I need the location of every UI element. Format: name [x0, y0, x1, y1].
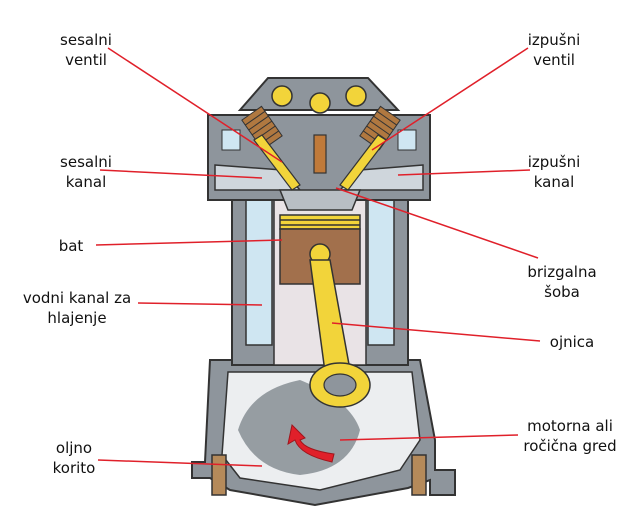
cam-left [271, 85, 293, 107]
right-foot [411, 454, 427, 496]
water-channel-right [367, 194, 395, 346]
cam-right [345, 85, 367, 107]
combustion-chamber [278, 189, 362, 211]
leader-lines [95, 47, 541, 467]
injector [313, 134, 327, 174]
label-intake-port: sesalni kanal [60, 153, 112, 191]
label-water-channel: vodni kanal za hlajenje [22, 289, 132, 327]
label-crankshaft: motorna ali ročična gred [523, 417, 617, 455]
leader-oil [97, 459, 263, 467]
label-intake-valve: sesalni ventil [60, 31, 112, 69]
label-connecting-rod: ojnica [549, 333, 595, 351]
leader-piston [95, 239, 283, 246]
leader-water [137, 302, 263, 306]
piston [279, 214, 361, 285]
water-channel-left [245, 194, 273, 346]
leader-rod [331, 322, 541, 342]
valve-gear [237, 77, 401, 191]
cam-center [309, 92, 331, 114]
leader-intake-valve [107, 47, 283, 163]
label-injection-chamber: brizgalna šoba [527, 263, 597, 301]
label-oil-pan: oljno korito [52, 439, 96, 477]
label-exhaust-valve: izpušni ventil [527, 31, 581, 69]
leader-exhaust-valve [371, 47, 529, 151]
left-foot [211, 454, 227, 496]
label-piston: bat [58, 237, 84, 255]
leader-intake-port [99, 169, 263, 179]
label-exhaust-port: izpušni kanal [527, 153, 581, 191]
leader-exhaust-port [397, 169, 531, 176]
leader-crank [339, 434, 519, 441]
leader-injection [335, 187, 539, 259]
intake-valve-stem [253, 134, 301, 191]
connecting-rod [309, 259, 371, 408]
rotation-arrow [287, 423, 335, 463]
